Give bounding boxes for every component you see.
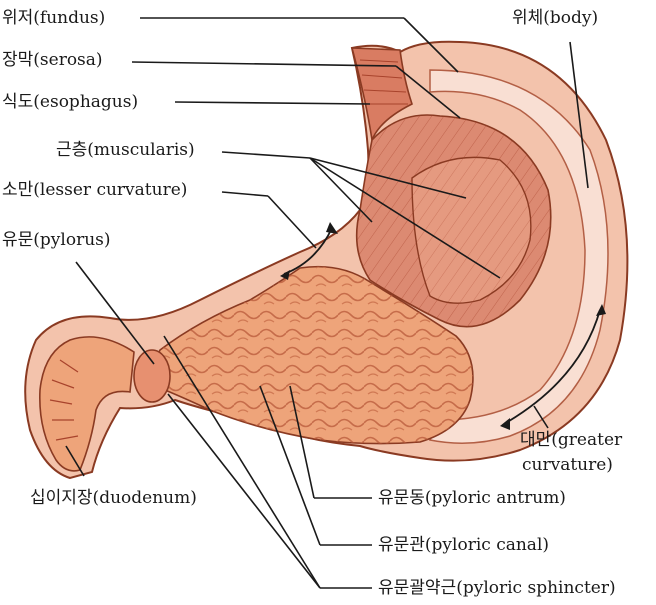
- label-fundus: 위저(fundus): [2, 8, 106, 28]
- label-lesser-curvature: 소만(lesser curvature): [2, 180, 188, 200]
- label-esophagus: 식도(esophagus): [2, 92, 139, 112]
- label-body: 위체(body): [512, 8, 599, 28]
- label-greater-curvature-1: 대만(greater: [520, 430, 623, 450]
- arrow-head: [500, 418, 510, 430]
- label-muscularis: 근층(muscularis): [56, 140, 195, 160]
- label-pyloric-sphincter: 유문괄약근(pyloric sphincter): [378, 578, 616, 598]
- esophagus-tube: [350, 47, 413, 144]
- curvature-arrows: [283, 227, 601, 425]
- arrow-head: [326, 222, 338, 234]
- serosa-layer: [428, 69, 609, 444]
- label-greater-curvature-2: curvature): [522, 455, 613, 475]
- label-serosa: 장막(serosa): [2, 50, 103, 70]
- duodenum-tube: [39, 336, 135, 472]
- label-duodenum: 십이지장(duodenum): [30, 488, 197, 508]
- label-pylorus: 유문(pylorus): [2, 230, 111, 250]
- arrow-head: [280, 270, 290, 280]
- arrow-head: [596, 304, 606, 316]
- label-pyloric-antrum: 유문동(pyloric antrum): [378, 488, 566, 508]
- leader-lines: [65, 17, 589, 589]
- pylorus-sphincter-ring: [133, 349, 171, 403]
- label-pyloric-canal: 유문관(pyloric canal): [378, 535, 550, 555]
